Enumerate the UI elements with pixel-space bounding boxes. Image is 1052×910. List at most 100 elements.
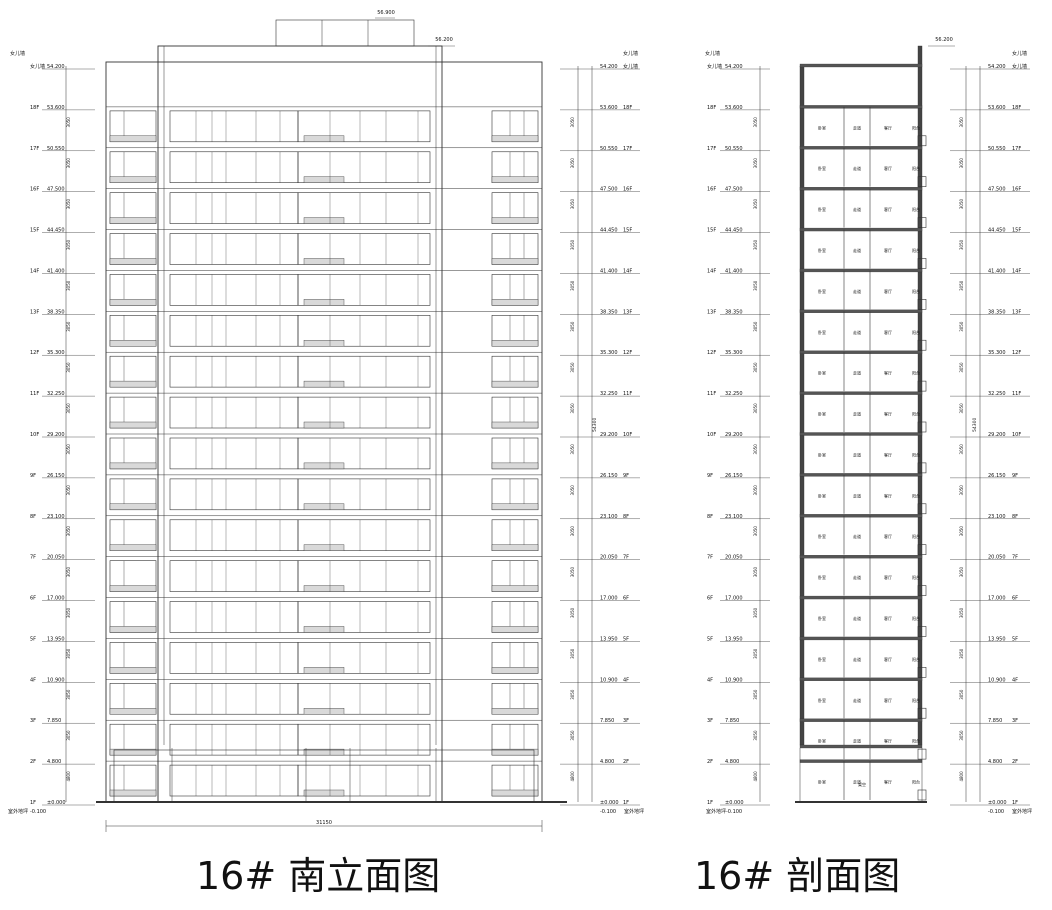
floor-slab [799, 350, 923, 354]
floor-height-label-right: 4800 [959, 771, 964, 782]
level-elev-label-right: 54.200 [988, 64, 1006, 70]
floor-slab [799, 391, 923, 395]
level-floor-label-right: 8F [1012, 514, 1018, 520]
level-elev-label-left: 32.250 [725, 391, 743, 397]
level-floor-label-left: 女儿墙 [707, 63, 722, 70]
window-central-left [169, 478, 299, 511]
total-height-label-section: 54300 [972, 418, 978, 432]
level-elev-label-right: 29.200 [988, 432, 1006, 438]
balcony-rail-central [303, 135, 345, 142]
level-floor-label-right: 3F [623, 718, 629, 724]
level-elev-label-right: 35.300 [600, 350, 618, 356]
window-central-left [169, 151, 299, 183]
floor-height-label-right: 3050 [959, 566, 964, 577]
floor-height-label-left: 3050 [66, 239, 71, 250]
balcony-rail-left [109, 340, 157, 347]
level-floor-label-left: 15F [707, 228, 716, 234]
balcony-rail-central [303, 380, 345, 388]
level-floor-label-left: 4F [707, 677, 713, 683]
level-elev-label-left: 26.150 [47, 473, 65, 479]
floor-height-label-right: 3050 [570, 689, 575, 700]
room-label-balcony: 阳台 [912, 574, 920, 580]
floor-height-label-right: 3050 [959, 239, 964, 250]
level-elev-label-right: 4.800 [600, 759, 614, 765]
balcony-parapet [917, 707, 927, 719]
level-elev-label-left: 54.200 [725, 64, 743, 70]
level-elev-label-right: 47.500 [988, 187, 1006, 193]
room-label-corridor: 走道 [853, 288, 861, 294]
floor-height-label-right: 3050 [959, 607, 964, 618]
room-label-balcony: 阳台 [912, 492, 920, 498]
balcony-parapet [917, 462, 927, 474]
window-central-left [169, 519, 299, 551]
level-elev-label-left: 35.300 [725, 350, 743, 356]
parapet-label-right: 女儿墙 [623, 50, 638, 57]
window-central-right [297, 764, 431, 797]
floor-height-label-right: 3050 [959, 403, 964, 414]
balcony-rail-left [109, 380, 157, 388]
room-label-bedroom: 卧室 [818, 165, 826, 171]
balcony-rail-right [491, 544, 539, 551]
balcony-rail-left [109, 299, 157, 306]
level-elev-label-right: 47.500 [600, 187, 618, 193]
room-label-corridor: 走道 [853, 165, 861, 171]
window-central-right [297, 110, 431, 143]
floor-height-label-left: 3050 [66, 566, 71, 577]
top-elevation-label: 56.900 [377, 10, 395, 16]
balcony-rail-right [491, 667, 539, 674]
window-central-right [297, 151, 431, 183]
level-floor-label-right: 13F [1012, 309, 1021, 315]
balcony-rail-right [491, 626, 539, 633]
balcony-rail-central [303, 340, 345, 347]
width-dim-label: 31150 [316, 820, 332, 826]
level-floor-label-left: 3F [707, 718, 713, 724]
level-elev-label-left: 47.500 [725, 187, 743, 193]
balcony-rail-central [303, 585, 345, 592]
room-label-corridor: 走道 [853, 738, 861, 744]
level-floor-label-left: 9F [30, 473, 36, 479]
balcony-rail-central [303, 258, 345, 265]
room-label-corridor: 走道 [853, 370, 861, 376]
floor-slab [799, 146, 923, 150]
balcony-rail-left [109, 626, 157, 633]
room-label-corridor: 走道 [853, 656, 861, 662]
window-central-right [297, 315, 431, 347]
level-elev-label-left: 4.800 [725, 759, 739, 765]
room-label-bedroom: 卧室 [818, 288, 826, 294]
floor-height-label-right: 3050 [570, 485, 575, 496]
balcony-rail-central [303, 503, 345, 510]
level-floor-label-left: 7F [707, 555, 713, 561]
room-label-corridor: 走道 [853, 329, 861, 335]
balcony-parapet [917, 667, 927, 678]
level-elev-label-right: 38.350 [600, 309, 618, 315]
balcony-rail-right [491, 585, 539, 592]
level-floor-label-right: 女儿墙 [623, 63, 638, 70]
balcony-rail-central [303, 667, 345, 674]
parapet-label-left: 女儿墙 [10, 50, 25, 57]
level-floor-label-right: 6F [1012, 596, 1018, 602]
level-elev-label-right: 17.000 [600, 596, 618, 602]
balcony-rail-right [491, 176, 539, 183]
level-elev-label-right: 53.600 [988, 105, 1006, 111]
ground-level-elev-right: -0.100 [600, 809, 616, 815]
level-elev-label-left: 44.450 [47, 228, 65, 234]
floor-height-label-left: 3050 [66, 526, 71, 537]
floor-slab [799, 759, 923, 763]
room-label-balcony: 阳台 [912, 779, 920, 785]
room-label-balcony: 阳台 [912, 411, 920, 417]
level-floor-label-right: 5F [623, 636, 629, 642]
balcony-parapet [917, 135, 927, 147]
level-elev-label-left: 47.500 [47, 187, 65, 193]
floor-height-label-left: 3050 [753, 444, 758, 455]
level-elev-label-right: ±0.000 [988, 800, 1007, 806]
window-central-right [297, 642, 431, 674]
balcony-rail-right [491, 299, 539, 306]
level-floor-label-left: 14F [30, 268, 39, 274]
ground-level-name-left: 室外地坪 [8, 808, 28, 815]
room-label-balcony: 阳台 [912, 165, 920, 171]
window-central-left [169, 437, 299, 470]
balcony-parapet [917, 217, 927, 228]
roof-elevation-label: 56.200 [935, 37, 953, 43]
